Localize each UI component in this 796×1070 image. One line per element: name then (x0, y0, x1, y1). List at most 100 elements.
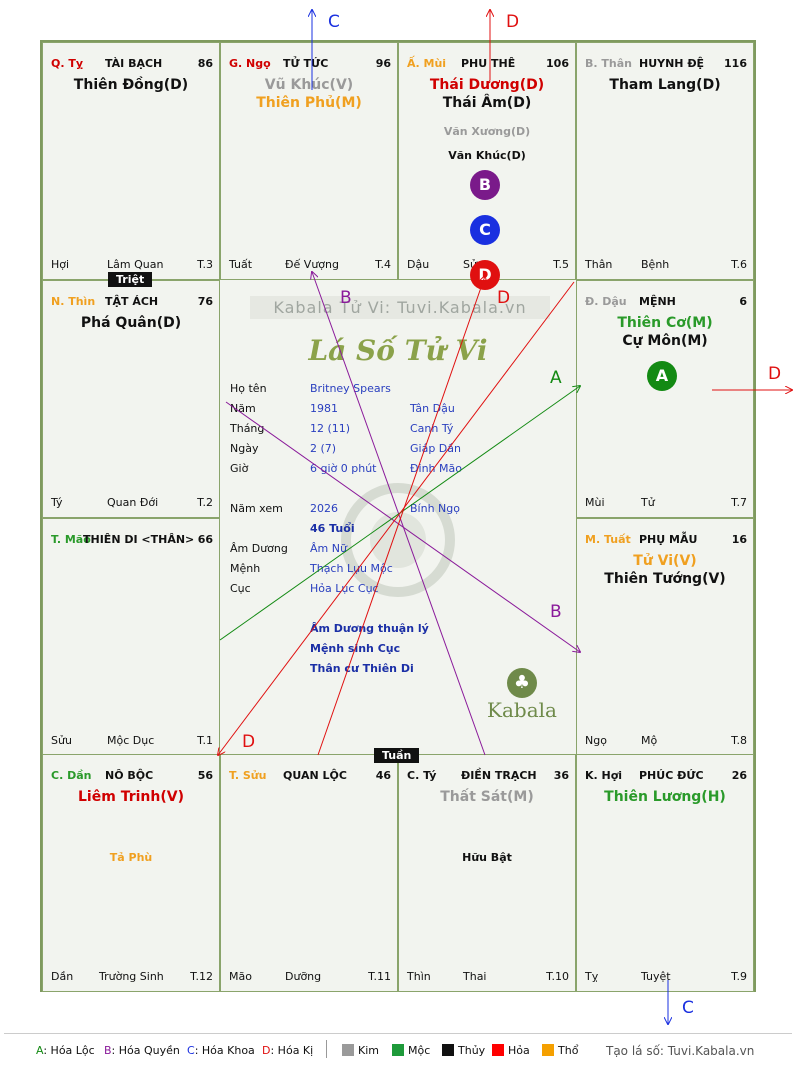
info-label: Ngày (230, 442, 259, 455)
palace-can: N. Thìn (51, 295, 96, 308)
major-star: Thiên Lương(H) (604, 789, 726, 805)
palace-can: T. Mão (51, 533, 91, 546)
info-label: Năm (230, 402, 256, 415)
palace-stage: Bệnh (641, 258, 670, 271)
palace-number: 26 (731, 769, 747, 782)
palace-branch: Tuất (229, 258, 253, 271)
legend-element-2: Thủy (442, 1044, 485, 1057)
palace-name: HUYNH ĐỆ (639, 57, 705, 70)
info-value-can-chi: Tân Dậu (410, 402, 455, 415)
palace-stage: Trường Sinh (99, 970, 164, 983)
legend-bar: A: Hóa Lộc B: Hóa Quyền C: Hóa Khoa D: H… (0, 1030, 796, 1070)
palace-stage: Đế Vượng (285, 258, 339, 271)
note-text: Âm Dương thuận lý (310, 622, 429, 635)
legend-element-4: Thổ (542, 1044, 578, 1057)
palace-term: T.8 (731, 734, 747, 747)
info-value-can-chi: Bính Ngọ (410, 502, 460, 515)
element-name: Thủy (458, 1044, 486, 1057)
arrow-label-c-bottom: C (682, 998, 694, 1018)
tree-icon: ♣ (507, 668, 537, 698)
palace-name: MỆNH (639, 295, 676, 308)
arrow-label-d-bottom: D (242, 732, 256, 752)
palace-name: PHÚC ĐỨC (639, 769, 704, 782)
palace-number: 66 (197, 533, 213, 546)
major-star: Thái Dương(D) (429, 77, 545, 93)
info-value: 6 giờ 0 phút (310, 462, 377, 475)
color-swatch-icon (492, 1044, 504, 1056)
major-star: Thái Âm(D) (442, 95, 532, 111)
info-value: 2 (7) (310, 442, 337, 455)
major-star: Vũ Khúc(V) (264, 77, 354, 93)
major-star: Liêm Trinh(V) (78, 789, 184, 805)
palace-name: TẬT ÁCH (105, 295, 159, 308)
palace-number: 76 (197, 295, 213, 308)
palace-branch: Thân (585, 258, 613, 271)
palace-number: 96 (375, 57, 391, 70)
info-label: Mệnh (230, 562, 261, 575)
palace-term: T.10 (546, 970, 569, 983)
info-label: Tháng (230, 422, 265, 435)
major-star: Thiên Đồng(D) (73, 77, 189, 93)
palace-can: G. Ngọ (229, 57, 271, 70)
major-star: Thiên Cơ(M) (617, 315, 713, 331)
watermark-text: Kabala Tử Vi: Tuvi.Kabala.vn (250, 296, 550, 319)
palace-number: 116 (724, 57, 747, 70)
palace-can: B. Thân (585, 57, 632, 70)
palace-can: Ấ. Mùi (407, 57, 447, 70)
palace-stage: Quan Đới (107, 496, 159, 509)
minor-star: Tả Phù (109, 851, 153, 864)
palace-name: ĐIỀN TRẠCH (461, 769, 537, 782)
info-value-can-chi: Giáp Dần (410, 442, 461, 455)
legend-hoa-khoa: C: Hóa Khoa (187, 1044, 255, 1057)
element-name: Mộc (408, 1044, 431, 1057)
palace-name: NÔ BỘC (105, 769, 154, 782)
info-value: Hỏa Lục Cục (310, 582, 379, 595)
arrow-label-c-top: C (328, 12, 340, 32)
tuan-tag: Tuần (374, 748, 420, 763)
palace-branch: Tý (51, 496, 63, 509)
arrow-label-a: A (550, 368, 562, 388)
legend-hoa-ki: D: Hóa Kị (262, 1044, 314, 1057)
legend-element-0: Kim (342, 1044, 379, 1057)
palace-stage: Tử (641, 496, 655, 509)
palace-number: 106 (546, 57, 569, 70)
element-name: Hỏa (508, 1044, 530, 1057)
major-star: Phá Quân(D) (80, 315, 182, 331)
hoa-quyen-marker: B (470, 170, 500, 200)
palace-can: C. Tý (407, 769, 437, 782)
info-label: Họ tên (230, 382, 267, 395)
palace-number: 46 (375, 769, 391, 782)
color-swatch-icon (442, 1044, 454, 1056)
element-name: Thổ (558, 1044, 579, 1057)
palace-can: M. Tuất (585, 533, 631, 546)
site-link[interactable]: Tạo lá số: Tuvi.Kabala.vn (606, 1044, 755, 1058)
palace-name: TÀI BẠCH (105, 57, 163, 70)
palace-branch: Mão (229, 970, 252, 983)
palace-name: QUAN LỘC (283, 769, 347, 782)
major-star: Thất Sát(M) (440, 789, 534, 805)
color-swatch-icon (542, 1044, 554, 1056)
minor-star: Văn Khúc(D) (448, 149, 526, 162)
palace-number: 16 (731, 533, 747, 546)
palace-branch: Tỵ (585, 970, 599, 983)
center-info-panel: Kabala Tử Vi: Tuvi.Kabala.vn Lá Số Tử Vi… (220, 280, 576, 754)
palace-stage: Thai (463, 970, 487, 983)
palace-can: T. Sửu (229, 769, 267, 782)
legend-hoa-loc: A: Hóa Lộc (36, 1044, 95, 1057)
palace-name: PHU THÊ (461, 57, 516, 70)
chart-title: Lá Số Tử Vi (308, 334, 488, 367)
palace-branch: Sửu (51, 734, 72, 747)
info-value: Âm Nữ (310, 542, 347, 555)
